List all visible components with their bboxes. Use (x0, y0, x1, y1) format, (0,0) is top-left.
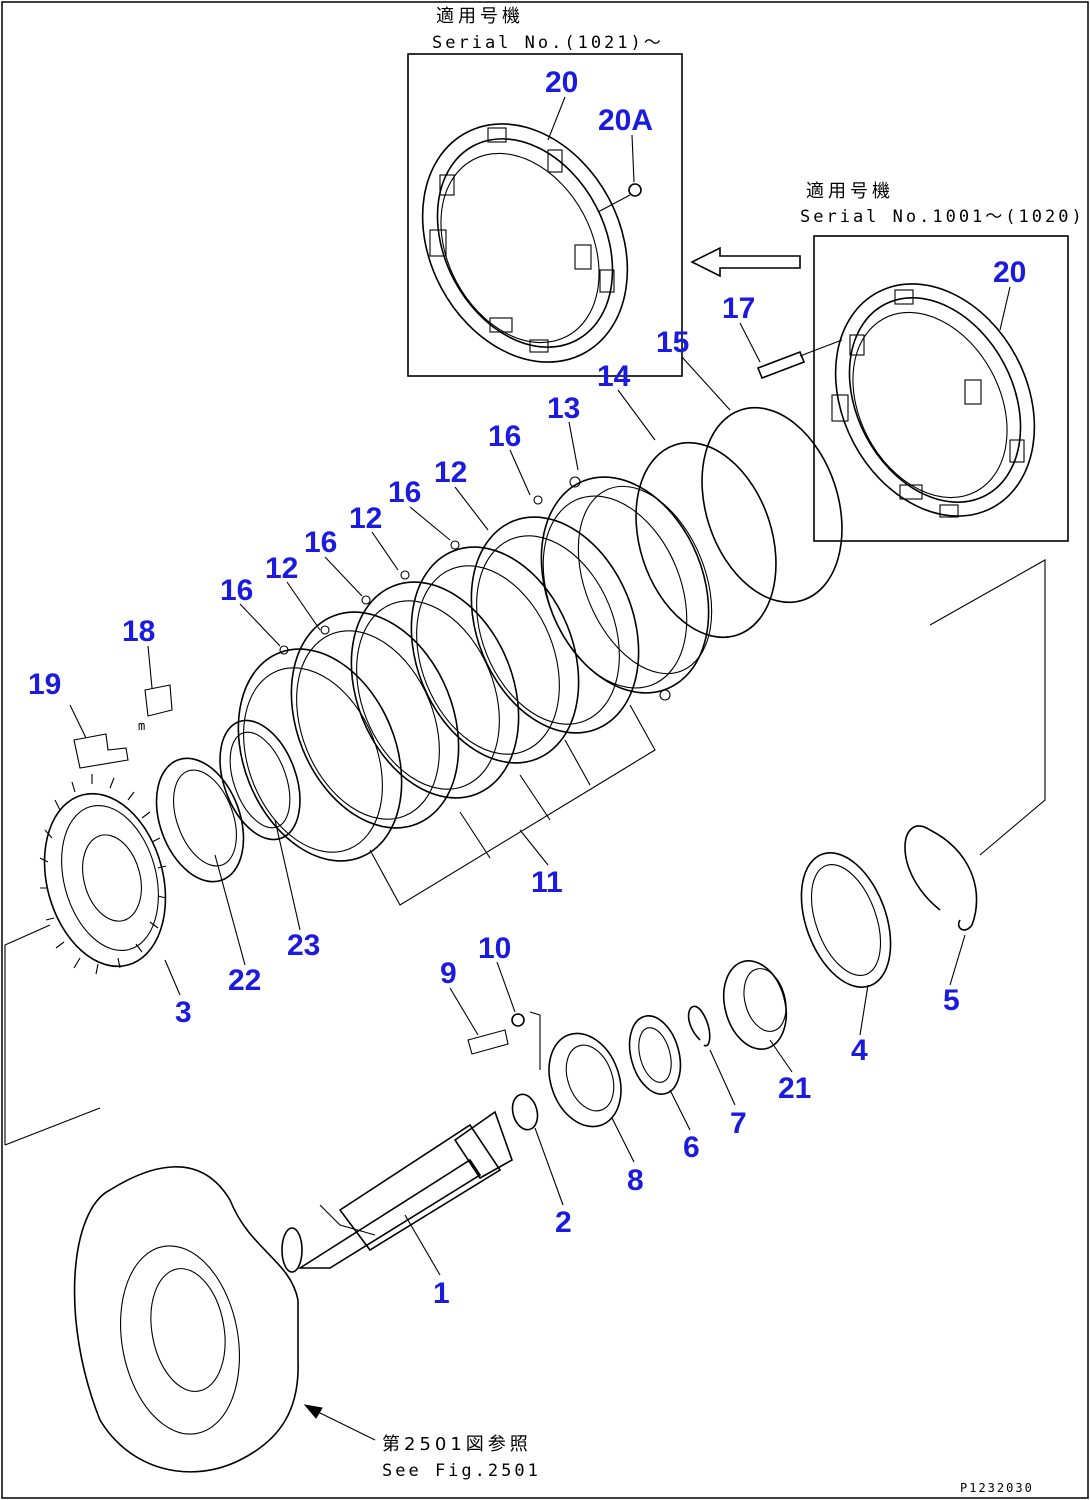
transmission-case (73, 1166, 376, 1473)
bolt-leader (529, 1011, 541, 1070)
callout-23: 23 (287, 929, 320, 962)
leader-lines (69, 96, 1011, 1276)
callout-12-c: 12 (265, 552, 298, 585)
callout-22: 22 (228, 964, 261, 997)
axis-line-left (4, 924, 101, 1146)
part-18-marking: m (138, 719, 147, 733)
callout-3: 3 (175, 996, 192, 1029)
callout-2: 2 (555, 1206, 572, 1239)
part-17-pin (756, 339, 843, 380)
part-21-sleeve (722, 960, 788, 1050)
callout-16-c: 16 (304, 526, 337, 559)
callout-21: 21 (778, 1072, 811, 1105)
part-9-bolt (467, 1029, 509, 1055)
part-4-bearing (800, 852, 892, 988)
part-18-plug: m (138, 684, 173, 733)
callout-16-d: 16 (220, 574, 253, 607)
part-19-bolt (73, 733, 129, 769)
callout-14: 14 (597, 360, 631, 393)
part-5-snap-ring (904, 825, 978, 931)
inset-box-new-serial (407, 53, 683, 377)
disc-pack (237, 495, 640, 862)
note-top-serial: Serial No.(1021)～ (432, 33, 664, 53)
part-15-o-ring (701, 406, 843, 604)
callout-6: 6 (683, 1131, 700, 1164)
note-ref-english: See Fig.2501 (382, 1461, 541, 1481)
callout-18: 18 (122, 615, 155, 648)
callout-16-a: 16 (488, 420, 521, 453)
callout-8: 8 (627, 1164, 644, 1197)
callout-20-new: 20 (545, 66, 578, 99)
ref-arrowhead (303, 1404, 323, 1419)
part-7-snap-ring (687, 1005, 711, 1047)
callout-20-old: 20 (993, 256, 1026, 289)
callout-7: 7 (730, 1107, 747, 1140)
part-14-o-ring (635, 441, 777, 639)
callout-16-b: 16 (388, 476, 421, 509)
callout-20A: 20A (598, 104, 653, 137)
part-11-bracket (369, 704, 656, 906)
callout-19: 19 (28, 668, 61, 701)
callout-1: 1 (433, 1277, 450, 1310)
callout-10: 10 (478, 932, 511, 965)
inset-box-old-serial (813, 235, 1069, 542)
note-ref-japanese: 第2501図参照 (382, 1434, 532, 1455)
callout-15: 15 (656, 326, 689, 359)
callout-9: 9 (440, 957, 457, 990)
part-2-spacer (511, 1093, 539, 1131)
note-top-applicable: 適用号機 (436, 6, 524, 27)
part-6-bearing (628, 1015, 682, 1095)
replacement-arrow (690, 246, 801, 278)
callout-11: 11 (531, 866, 563, 899)
part-1-shaft (281, 1110, 513, 1273)
part-3-gear (39, 774, 167, 975)
part-23-bearing (219, 719, 301, 841)
drawing-code: P1232030 (960, 1481, 1034, 1495)
callout-13: 13 (547, 392, 580, 425)
ref-leader (317, 1411, 376, 1441)
note-right-applicable: 適用号機 (806, 181, 894, 202)
part-10-washer (511, 1013, 525, 1027)
note-right-serial: Serial No.1001～(1020) (800, 207, 1085, 227)
callout-17: 17 (722, 292, 755, 325)
callout-12-b: 12 (349, 502, 382, 535)
callout-5: 5 (943, 984, 960, 1017)
part-13-piston (540, 476, 713, 701)
part-8-retainer (548, 1032, 622, 1128)
callout-4: 4 (851, 1034, 868, 1067)
callout-12-a: 12 (434, 456, 467, 489)
part-22-collar (155, 757, 245, 883)
axis-line-right (929, 559, 1046, 856)
